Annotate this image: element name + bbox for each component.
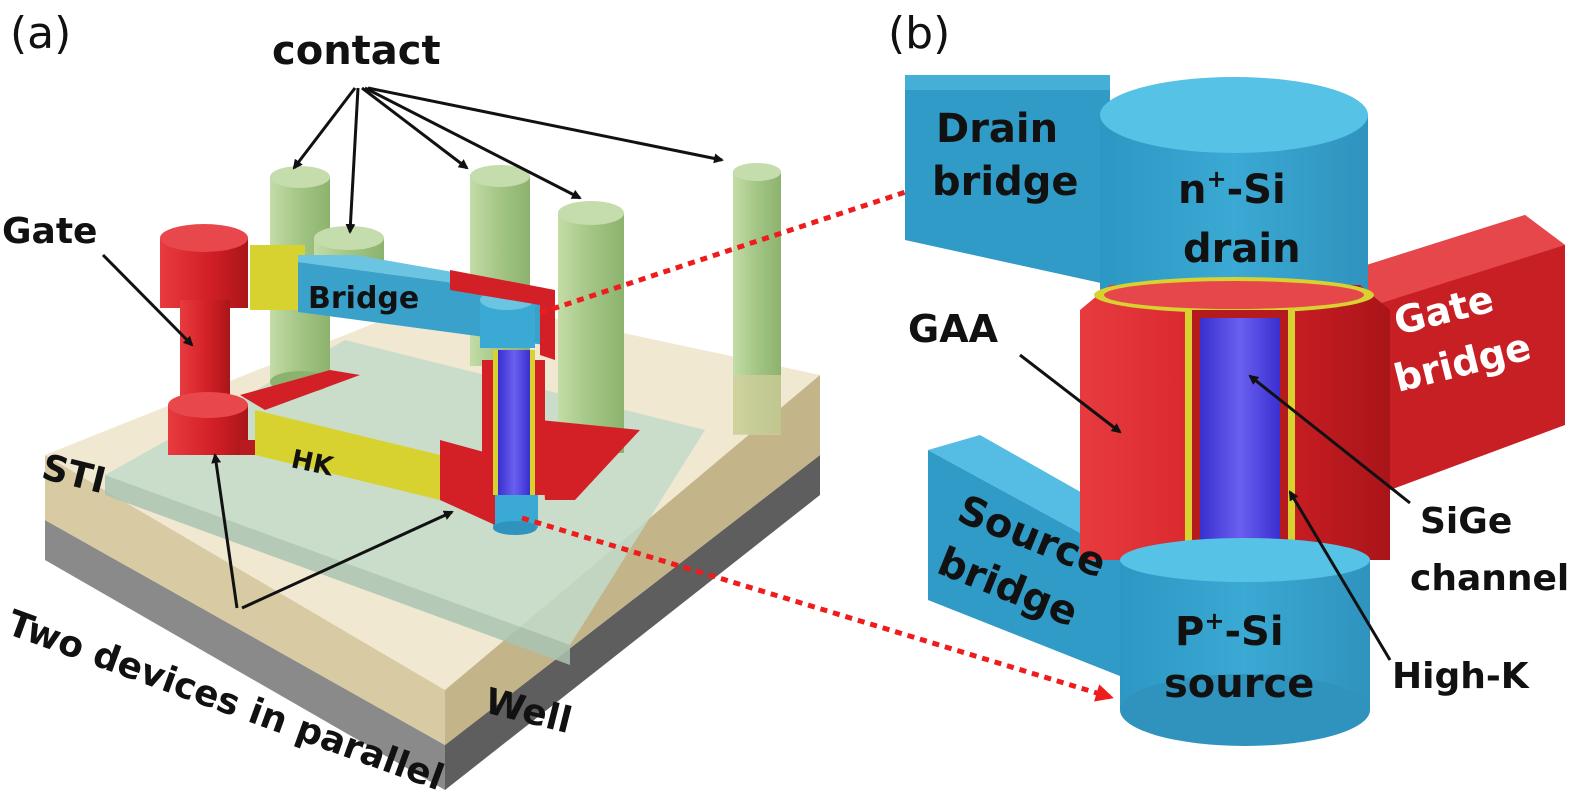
device-arrow	[241, 510, 454, 610]
source-p: P	[1175, 609, 1204, 655]
gaa-label: GAA	[908, 307, 999, 351]
drain-bridge-label-1: Drain	[936, 106, 1058, 152]
sige-label-2: channel	[1410, 558, 1569, 599]
source-bridge	[928, 435, 1130, 680]
gate-structure	[160, 224, 640, 525]
device-arrow	[211, 453, 239, 609]
gate-label: Gate	[2, 211, 97, 252]
drain-label: drain	[1183, 226, 1301, 272]
sige-label-1: SiGe	[1420, 501, 1512, 542]
sti-layer-front	[45, 455, 445, 745]
well-layer-side	[445, 455, 820, 790]
contact-arrow	[367, 86, 724, 164]
substrate	[45, 295, 820, 790]
drain-n: n	[1178, 167, 1206, 213]
drain-label-n: n+-Si	[1178, 165, 1286, 213]
contact-pillar	[558, 201, 624, 453]
contact-label: contact	[272, 28, 441, 74]
source-si: -Si	[1224, 609, 1283, 655]
bridge-label: Bridge	[308, 281, 419, 316]
source-label: source	[1164, 661, 1314, 707]
contact-arrow	[364, 86, 582, 200]
highk-arrow	[1288, 490, 1392, 661]
panel-a: (a)	[2, 8, 1114, 794]
contact-arrow	[361, 86, 469, 170]
panel-b: (b)	[888, 8, 1569, 746]
drain-sup: +	[1206, 165, 1226, 193]
gate-bridge	[1335, 215, 1565, 490]
panel-a-label: (a)	[10, 8, 71, 59]
source-zoom-arrow	[521, 515, 1114, 702]
contact-arrow	[292, 87, 357, 170]
sige-arrow	[1248, 374, 1411, 505]
contact-pillar	[733, 163, 781, 435]
contact-arrow	[345, 87, 360, 234]
highk-label: High-K	[1392, 656, 1530, 697]
gaa-gate	[1080, 277, 1390, 560]
source-sup: +	[1204, 607, 1224, 635]
source-cylinder	[1120, 538, 1370, 746]
panel-b-label: (b)	[888, 8, 950, 59]
active-region-front	[105, 475, 570, 665]
drain-bridge	[905, 75, 1110, 285]
drain-si: -Si	[1227, 167, 1286, 213]
panel-b-arrows	[1019, 353, 1411, 661]
well-layer-front	[45, 520, 445, 790]
drain-bridge-label-2: bridge	[932, 159, 1078, 205]
gaa-arrow	[1019, 353, 1122, 434]
gate-arrow	[101, 253, 194, 347]
source-label-p: P+-Si	[1175, 607, 1284, 655]
panel-a-arrows	[101, 86, 724, 610]
